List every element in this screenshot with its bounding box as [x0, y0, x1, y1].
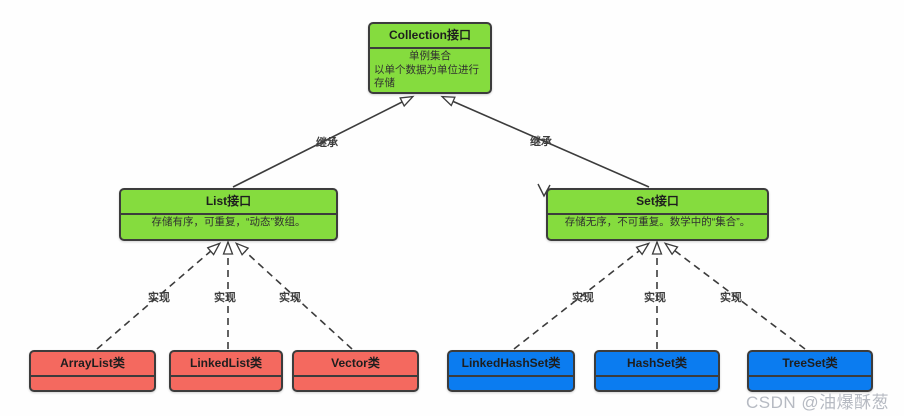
- edge-label-inherit-right: 继承: [530, 136, 552, 148]
- node-hashset-title: HashSet类: [626, 356, 688, 370]
- node-arraylist-body: [31, 375, 154, 390]
- node-set-body: 存储无序，不可重复。数学中的“集合”。: [548, 213, 767, 239]
- edge-label-impl-linkedhashset: 实现: [572, 292, 594, 304]
- edge-arraylist-implements-list: [96, 242, 222, 350]
- edge-label-impl-vector: 实现: [279, 292, 301, 304]
- collection-body-line2: 以单个数据为单位进行存储: [374, 63, 479, 90]
- node-linkedhashset-class: LinkedHashSet类: [447, 350, 575, 392]
- node-treeset-body: [749, 375, 871, 390]
- node-treeset-class: TreeSet类: [747, 350, 873, 392]
- node-linkedhashset-body: [449, 375, 573, 390]
- node-collection-interface: Collection接口 单例集合 以单个数据为单位进行存储: [368, 22, 492, 94]
- edge-label-inherit-left: 继承: [316, 137, 338, 149]
- node-hashset-class: HashSet类: [594, 350, 720, 392]
- edge-vector-implements-list: [234, 242, 353, 350]
- node-hashset-body: [596, 375, 718, 390]
- edge-label-impl-linkedlist: 实现: [214, 292, 236, 304]
- node-list-title: List接口: [205, 194, 252, 208]
- edge-list-inherits-collection: [232, 95, 415, 188]
- node-set-interface: Set接口 存储无序，不可重复。数学中的“集合”。: [546, 188, 769, 241]
- edge-set-inherits-collection: [440, 95, 650, 188]
- edge-treeset-implements-set: [663, 242, 806, 350]
- csdn-watermark: CSDN @油爆酥葱: [746, 393, 890, 412]
- node-set-title: Set接口: [636, 194, 679, 208]
- node-vector-class: Vector类: [292, 350, 419, 392]
- node-list-body: 存储有序，可重复，“动态”数组。: [121, 213, 336, 239]
- node-vector-body: [294, 375, 417, 390]
- node-vector-title: Vector类: [331, 356, 380, 370]
- node-linkedlist-title: LinkedList类: [189, 356, 262, 370]
- node-collection-body: 单例集合 以单个数据为单位进行存储: [370, 47, 490, 92]
- node-treeset-title: TreeSet类: [782, 356, 838, 370]
- node-linkedlist-class: LinkedList类: [169, 350, 283, 392]
- edge-label-impl-treeset: 实现: [720, 292, 742, 304]
- node-list-interface: List接口 存储有序，可重复，“动态”数组。: [119, 188, 338, 241]
- edge-label-impl-arraylist: 实现: [148, 292, 170, 304]
- node-linkedlist-body: [171, 375, 281, 390]
- node-collection-title: Collection接口: [388, 28, 471, 42]
- edge-linkedhashset-implements-set: [513, 242, 651, 350]
- node-linkedhashset-title: LinkedHashSet类: [461, 356, 561, 370]
- node-arraylist-class: ArrayList类: [29, 350, 156, 392]
- edge-label-impl-hashset: 实现: [644, 292, 666, 304]
- collection-body-line1: 单例集合: [409, 50, 451, 62]
- node-arraylist-title: ArrayList类: [60, 356, 125, 370]
